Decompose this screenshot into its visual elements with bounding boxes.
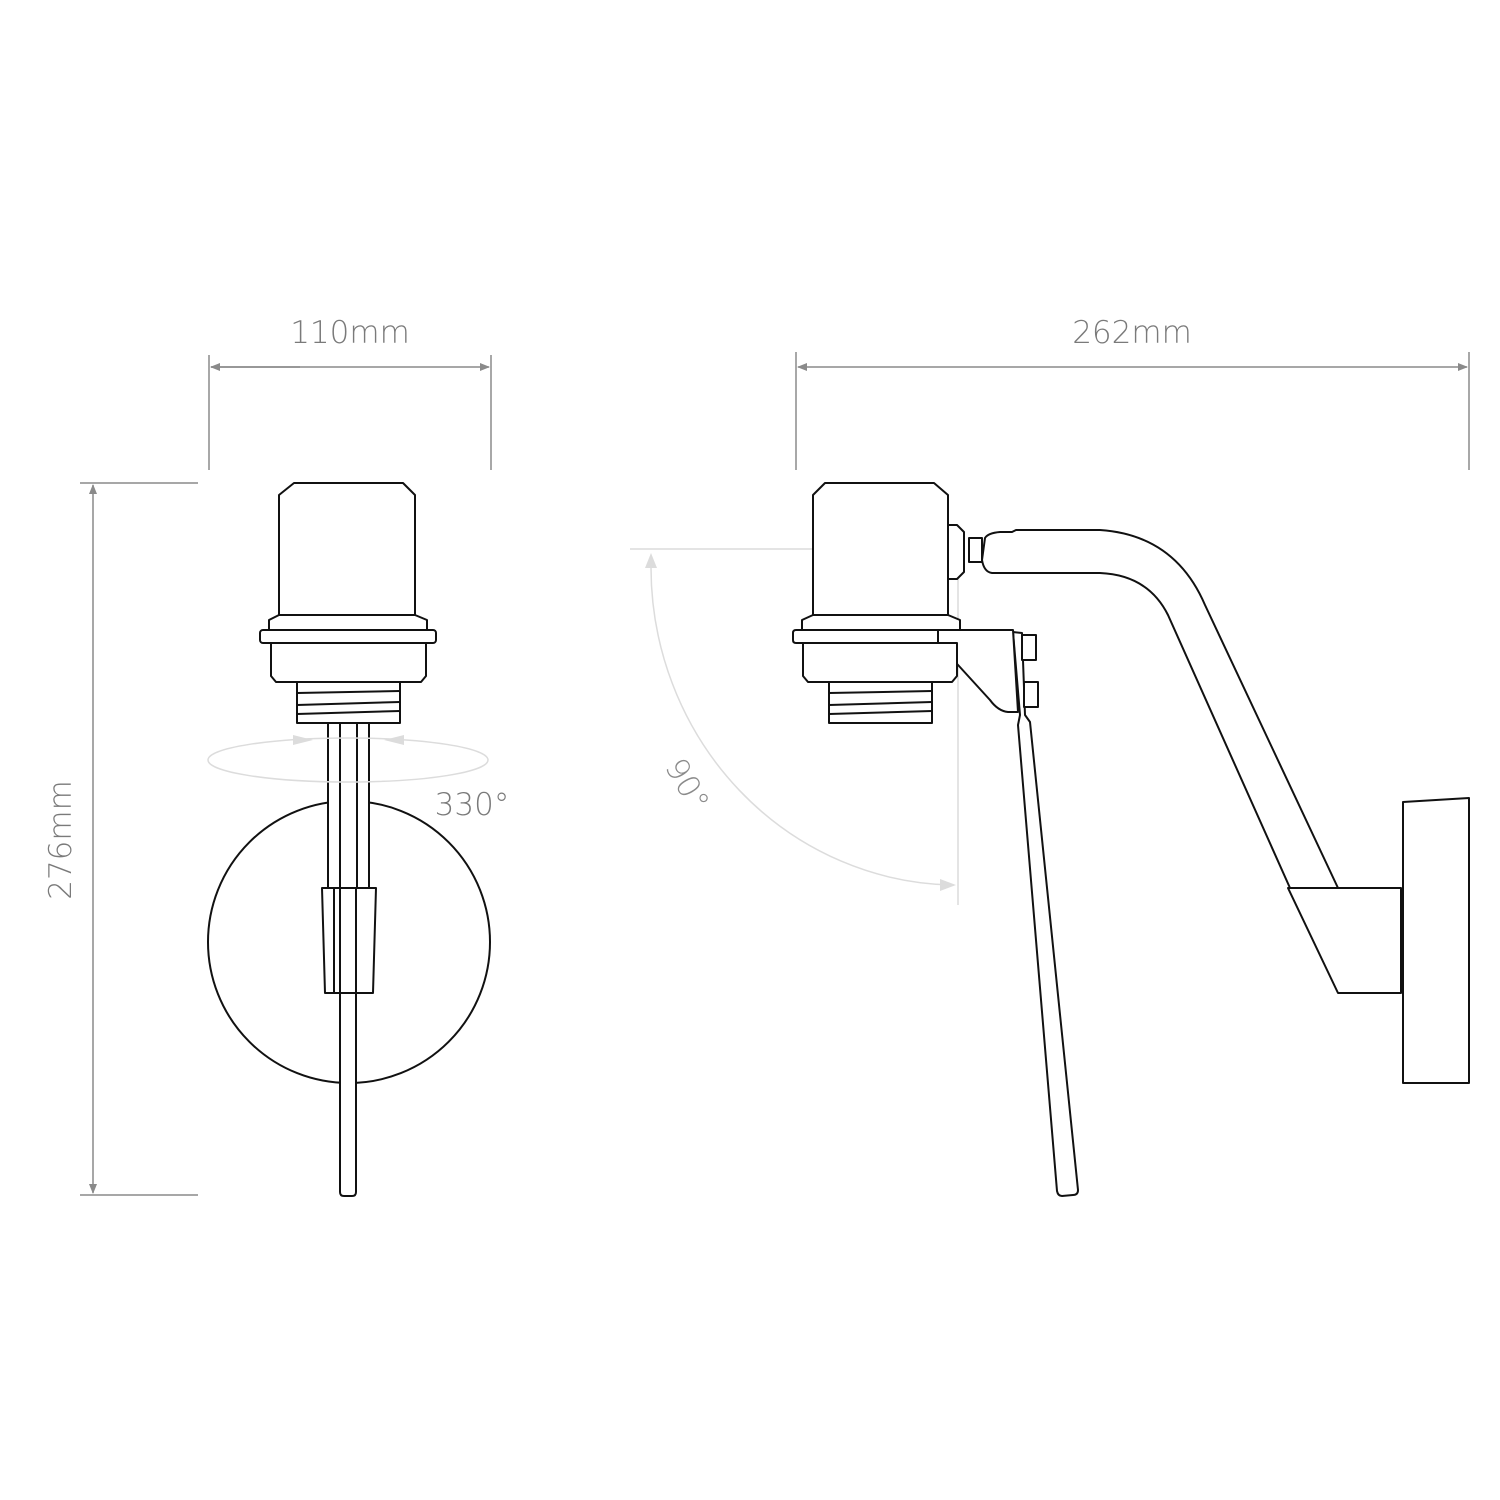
front-width-label: 110mm — [290, 315, 410, 351]
height-label: 276mm — [43, 780, 79, 900]
lever-nub-top — [1021, 634, 1037, 661]
arm — [981, 529, 1339, 889]
arrow-right-icon — [293, 735, 313, 745]
arrow-left-icon — [384, 735, 404, 745]
front-width-dimension: 110mm — [208, 315, 492, 470]
arm-connector — [968, 537, 983, 563]
height-dimension: 276mm — [43, 482, 198, 1196]
front-view: 330° — [207, 482, 510, 1197]
adjustment-lever — [1012, 631, 1079, 1197]
side-view — [792, 482, 1470, 1197]
side-depth-dimension: 262mm — [795, 315, 1470, 470]
rotation-label: 330° — [435, 787, 510, 823]
wall-plate-side — [1402, 797, 1470, 1084]
lamp-socket-side — [792, 482, 965, 724]
rotation-indicator — [207, 735, 489, 783]
wall-mount — [1287, 797, 1470, 1084]
mount-bracket — [1287, 887, 1402, 994]
side-depth-label: 262mm — [1072, 315, 1192, 351]
stem-collar — [321, 887, 377, 994]
arrow-up-icon — [645, 553, 657, 568]
lamp-socket-front — [259, 482, 437, 724]
stem — [321, 722, 377, 1197]
tilt-label: 90° — [657, 752, 716, 818]
arrow-right-icon — [940, 879, 956, 891]
lever-nub-bottom — [1023, 681, 1039, 708]
